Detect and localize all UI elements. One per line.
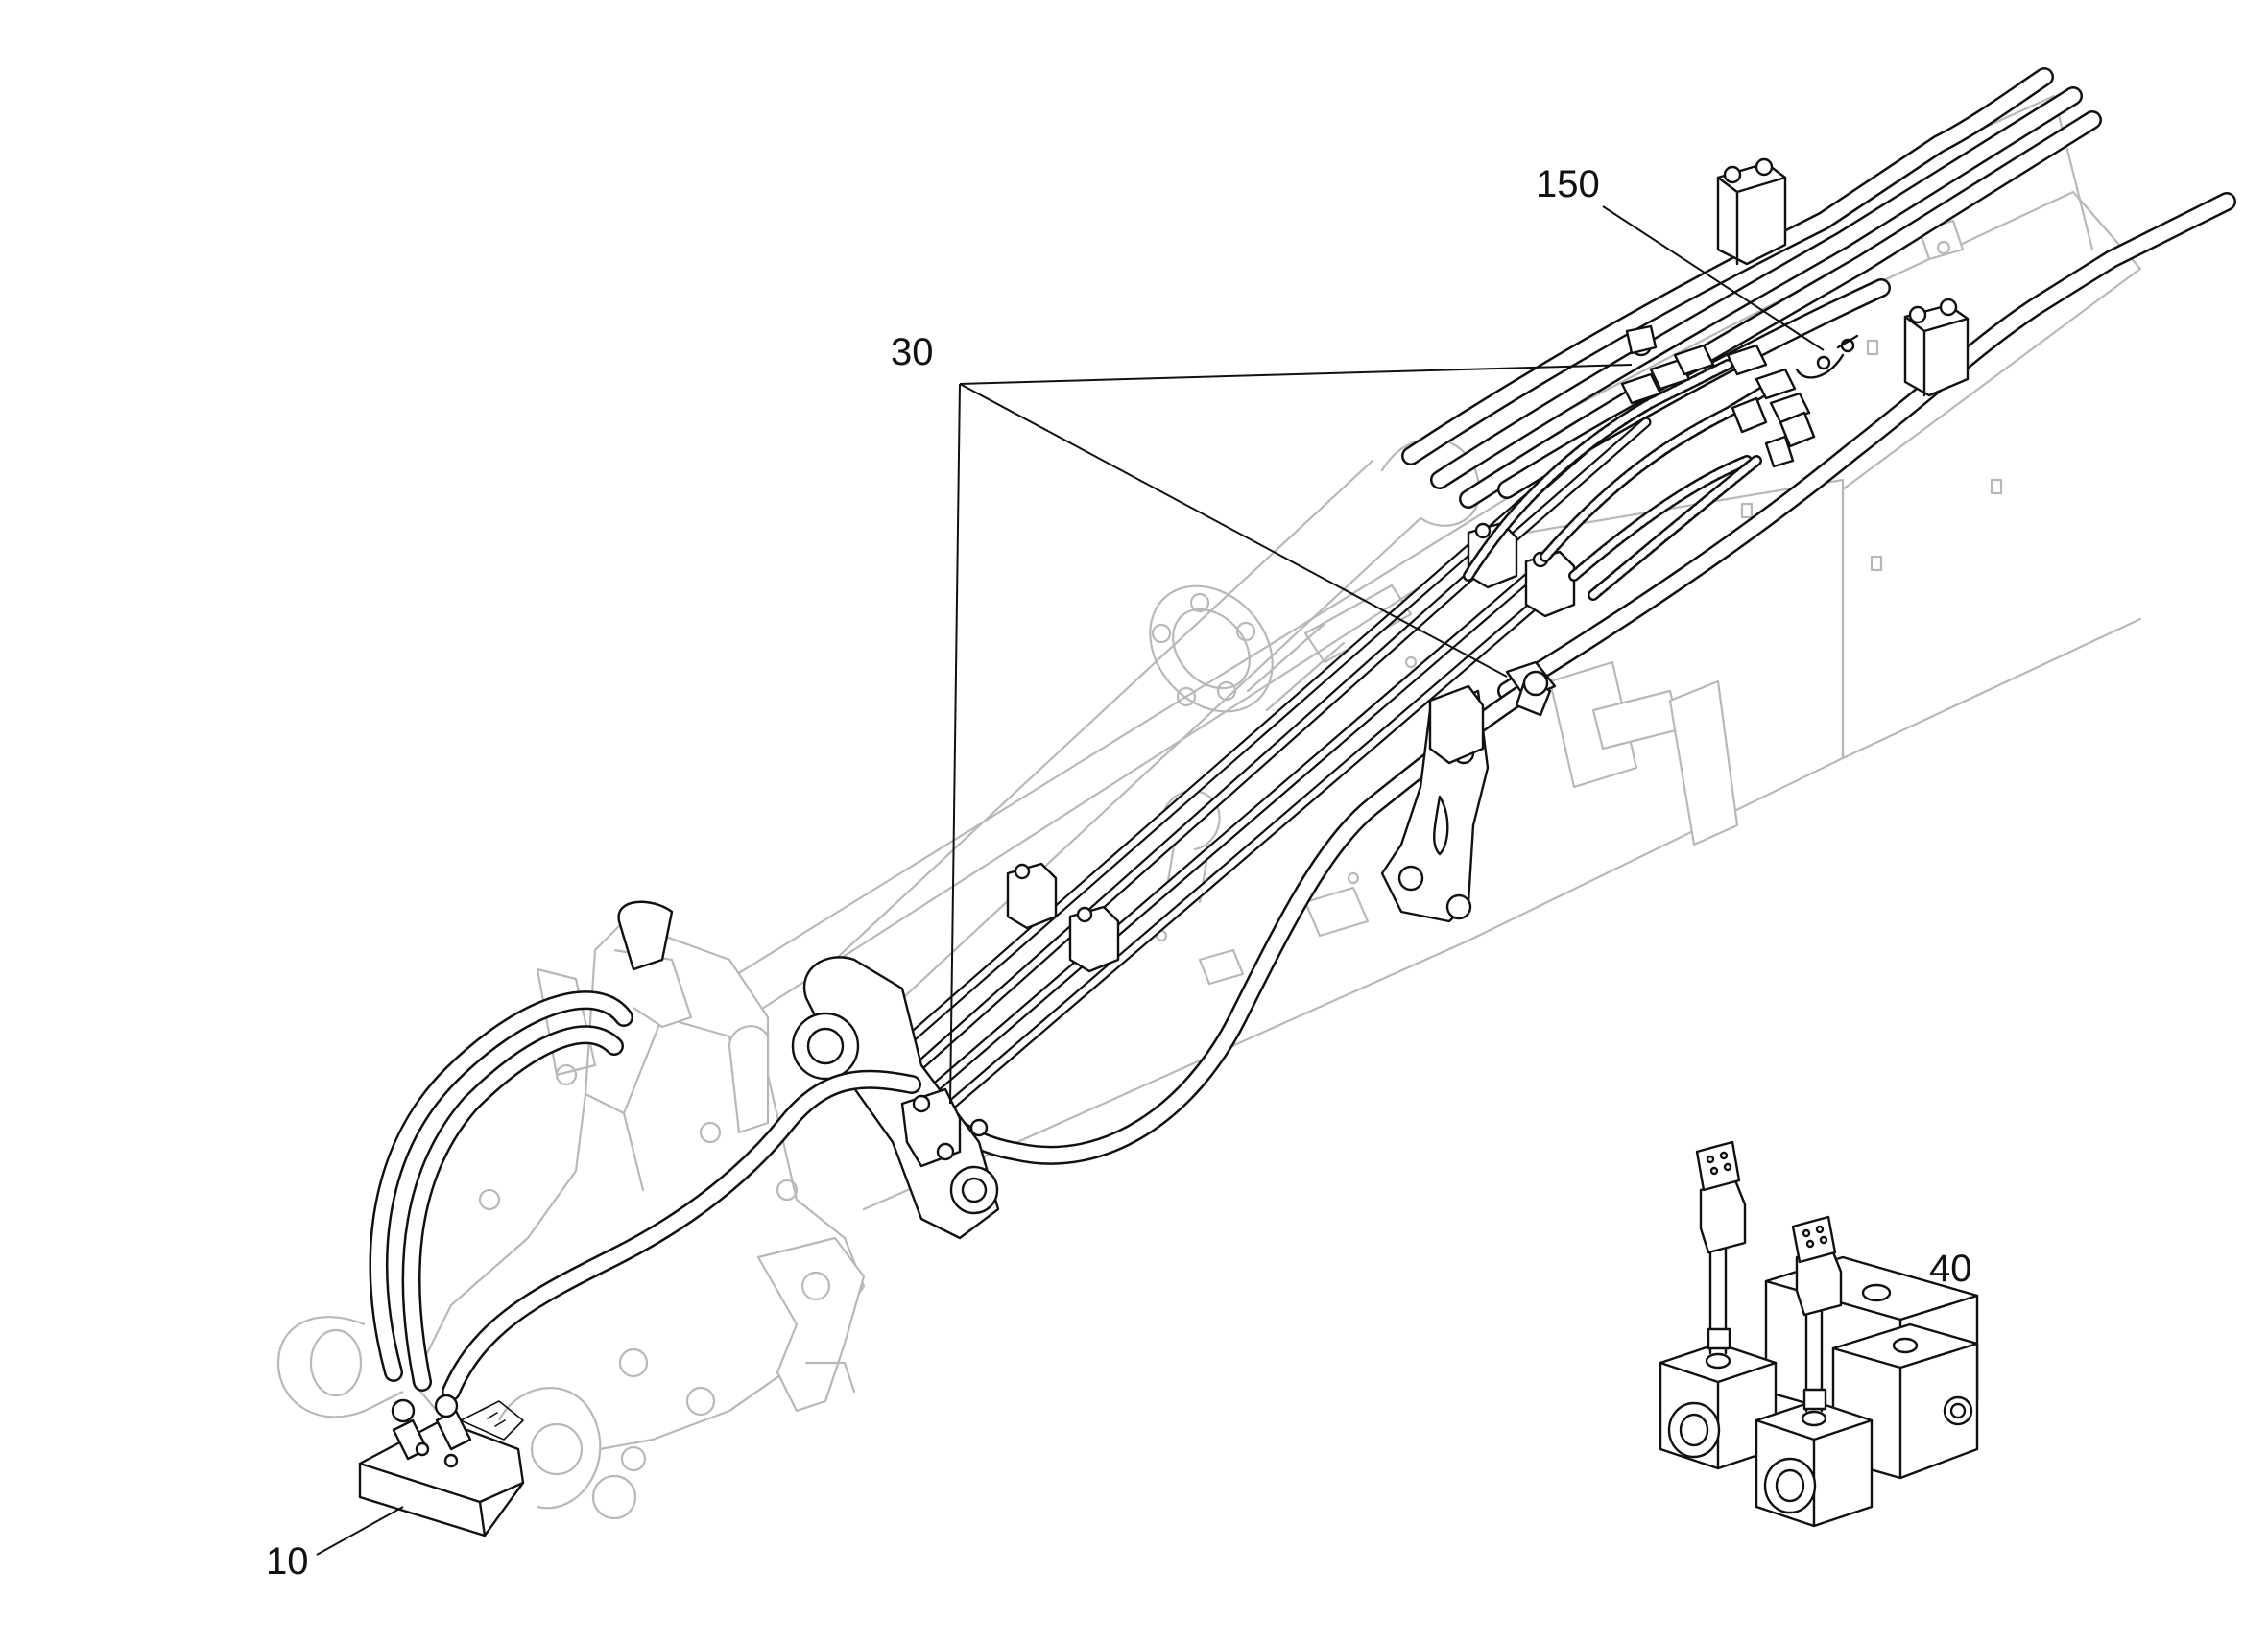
small-fitting <box>1795 334 1859 379</box>
center-hose <box>912 660 1557 1165</box>
quick-coupler-ghost <box>276 919 866 1520</box>
valve-block-10 <box>358 1394 525 1537</box>
rigid-pipe-set <box>863 402 1652 1124</box>
callout-30: 30 <box>891 331 934 373</box>
coupler-hose-loop <box>369 900 921 1401</box>
solenoid-valve-40 <box>1659 1140 1979 1528</box>
leader-30-c <box>949 383 961 1105</box>
leader-lines <box>316 205 1825 1556</box>
hose-bracket <box>1380 684 1490 923</box>
leader-150 <box>1602 205 1825 351</box>
leader-30-b <box>959 383 1508 678</box>
callout-150: 150 <box>1536 163 1600 205</box>
leader-10 <box>316 1506 404 1556</box>
pivot-bracket <box>791 956 1000 1240</box>
upper-clamps <box>1716 157 1970 397</box>
leader-30-a <box>959 364 1633 385</box>
callout-40: 40 <box>1929 1248 1972 1290</box>
callout-labels: 10 30 40 150 <box>266 163 1972 1583</box>
callout-10: 10 <box>266 1540 309 1583</box>
braided-hose-set <box>1463 324 1816 601</box>
